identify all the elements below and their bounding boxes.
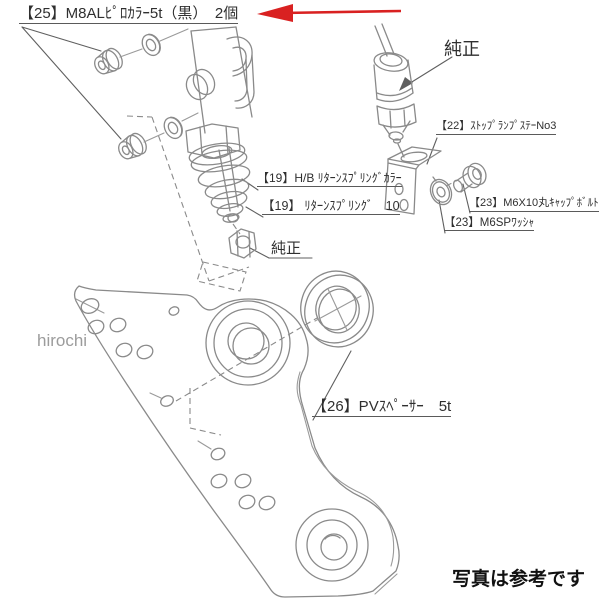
label-part-23-bolt: 【23】M6X10丸ｷｬｯﾌﾟﾎﾞﾙﾄ [469,197,599,212]
label-part-19-collar: 【19】H/B ﾘﾀｰﾝｽﾌﾟﾘﾝｸﾞｶﾗｰ [257,171,402,187]
label-part-25: 【25】M8ALﾋﾟﾛｶﾗｰ5t（黒） 2個 [19,5,239,24]
label-oem-nut: 純正 [271,240,302,257]
stop-lamp-switch-drawing [373,23,417,158]
bracket-plate-drawing [73,285,400,598]
label-part-22: 【22】ｽﾄｯﾌﾟﾗﾝﾌﾟｽﾃｰNo3 [436,120,557,135]
leader-lines [21,26,471,421]
label-part-23-washer: 【23】M6SPﾜｯｼｬ [444,217,535,232]
red-arrow-annotation [257,4,402,22]
label-oem-switch: 純正 [444,39,480,59]
return-spring-drawing [185,123,251,223]
watermark: hirochi [37,331,88,350]
pv-spacer-drawing [300,270,374,348]
label-part-26: 【26】PVｽﾍﾟｰｻｰ 5t [312,398,452,417]
label-part-19-spring: 【19】 ﾘﾀｰﾝｽﾌﾟﾘﾝｸﾞ 10 [262,199,400,216]
oem-nut-drawing [228,223,257,259]
washer-bolt-drawing [429,162,487,206]
pillow-collars-drawing [94,28,199,160]
reference-note: 写真は参考です [452,569,586,590]
master-cylinder-drawing [185,26,255,134]
